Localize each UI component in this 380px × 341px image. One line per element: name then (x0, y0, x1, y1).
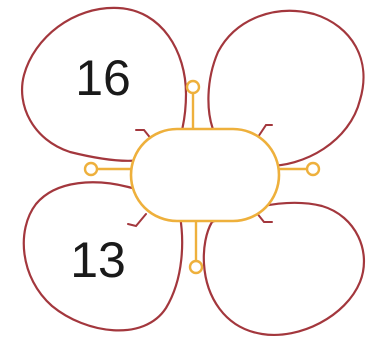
petal-bottom-left-number: 13 (70, 232, 126, 288)
stamen-bottom-head (190, 261, 202, 273)
stamen-left-head (85, 163, 97, 175)
flower-center (131, 129, 279, 221)
stamen-right-head (307, 163, 319, 175)
stamen-top-head (187, 81, 199, 93)
petal-top-left-number: 16 (75, 50, 131, 106)
petal-bottom-right (204, 203, 364, 335)
